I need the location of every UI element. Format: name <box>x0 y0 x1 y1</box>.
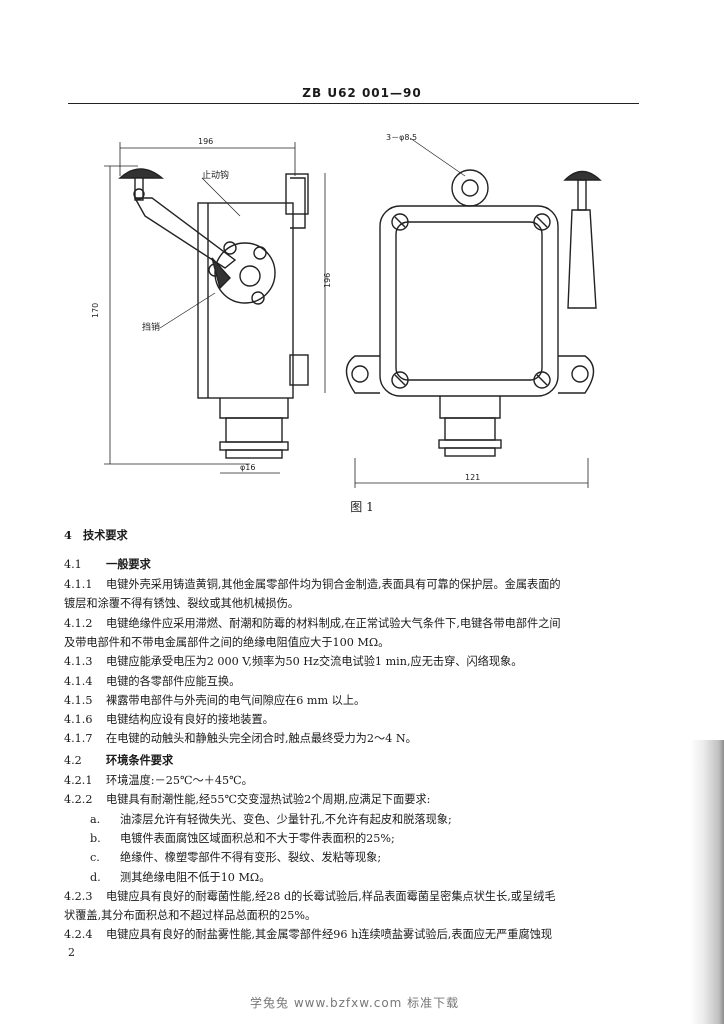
dim-holes: 3－φ8.5 <box>386 133 417 142</box>
list-item: b.电镀件表面腐蚀区域面积总和不大于零件表面积的25%; <box>90 831 395 845</box>
dim-top: 196 <box>198 137 213 146</box>
dim-bottom-right: 121 <box>465 473 480 482</box>
list-item: a.油漆层允许有轻微失光、变色、少量针孔,不允许有起皮和脱落现象; <box>90 812 452 826</box>
document-header: ZB U62 001—90 <box>302 86 422 100</box>
dim-mid: 196 <box>323 273 332 288</box>
page-number: 2 <box>68 946 75 959</box>
scan-edge-shadow <box>690 740 724 1024</box>
section-title: 4 技术要求 <box>64 528 128 542</box>
dim-left: 170 <box>91 303 100 318</box>
label-pin: 挡销 <box>142 321 160 333</box>
front-view <box>345 137 602 488</box>
list-item: 镀层和涂覆不得有锈蚀、裂纹或其他机械损伤。 <box>64 597 299 611</box>
dim-bottom-left: φ16 <box>240 463 255 472</box>
list-item: 及带电部件和不带电金属部件之间的绝缘电阻值应大于100 MΩ。 <box>64 635 390 649</box>
figure-caption: 图 1 <box>350 500 374 514</box>
list-item: 状覆盖,其分布面积总和不超过样品总面积的25%。 <box>64 909 317 923</box>
label-lever: 止动钩 <box>202 169 229 181</box>
technical-drawing: 196 170 196 φ16 121 3－φ8.5 止动钩 挡销 <box>91 133 602 488</box>
side-view <box>104 142 326 474</box>
header-rule <box>68 103 639 104</box>
footer-watermark: 学兔兔 www.bzfxw.com 标准下载 <box>250 996 460 1010</box>
list-item: d.测其绝缘电阻不低于10 MΩ。 <box>90 870 271 884</box>
list-item: c.绝缘件、橡塑零部件不得有变形、裂纹、发粘等现象; <box>90 851 382 865</box>
